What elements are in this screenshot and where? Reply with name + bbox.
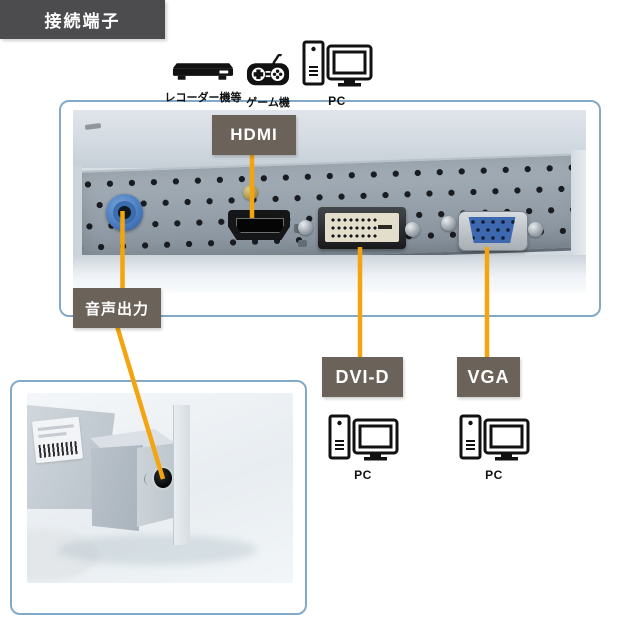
dvi-insert (325, 213, 399, 242)
pc-icon (327, 413, 399, 468)
target-pc-dvi-label: PC (354, 468, 372, 482)
device-game-label: ゲーム機 (246, 97, 290, 109)
device-game-console: ゲーム機 (243, 53, 293, 110)
audio-out-jack-hole (154, 468, 172, 488)
device-pc-top-label: PC (328, 94, 346, 108)
gamepad-icon (246, 53, 290, 92)
screw-icon (243, 185, 258, 200)
vga-port (458, 211, 528, 251)
screw-icon (441, 216, 456, 231)
dvi-d-port (318, 207, 406, 249)
audio-out-jack-port (106, 194, 143, 231)
monitor-bottom-edge (73, 255, 586, 293)
monitor-side-edge (173, 405, 190, 545)
floor-shadow (57, 535, 257, 565)
dvi-pin-grid (330, 217, 378, 239)
sticker-text-line (37, 424, 74, 431)
device-recorder-label: レコーダー機等 (164, 92, 242, 104)
hdmi-port (228, 210, 290, 240)
molded-mark (144, 473, 153, 485)
monitor-rear-photo (73, 110, 586, 293)
recorder-icon (171, 60, 235, 87)
barcode-sticker (31, 416, 84, 464)
target-pc-vga-label: PC (485, 468, 503, 482)
target-pc-vga: PC (455, 413, 533, 482)
dvi-d-label-badge: DVI-D (322, 357, 403, 397)
sticker-text-line (38, 432, 67, 438)
screw-icon (405, 222, 420, 237)
vga-label-badge: VGA (457, 357, 520, 397)
pc-icon (458, 413, 530, 468)
page-title: 接続端子 (0, 0, 165, 39)
panel-left-edge (73, 165, 82, 260)
device-pc-top: PC (299, 39, 375, 108)
vga-pin-holes (468, 217, 516, 243)
pc-icon (301, 39, 373, 94)
audio-out-closeup-photo (27, 393, 293, 583)
panel-cutout (298, 240, 307, 247)
screw-icon (528, 222, 543, 237)
target-pc-dvi: PC (324, 413, 402, 482)
audio-out-label-badge: 音声出力 (73, 288, 161, 328)
barcode (38, 440, 79, 458)
hdmi-label-badge: HDMI (212, 115, 296, 155)
screw-icon (298, 220, 313, 235)
audio-jack-hole (118, 206, 131, 219)
monitor-side-edge (571, 150, 586, 262)
hdmi-slot (236, 218, 284, 233)
jack-housing-front (91, 445, 143, 531)
dvi-blade-slot (378, 225, 392, 229)
device-recorder: レコーダー機等 (158, 60, 248, 105)
